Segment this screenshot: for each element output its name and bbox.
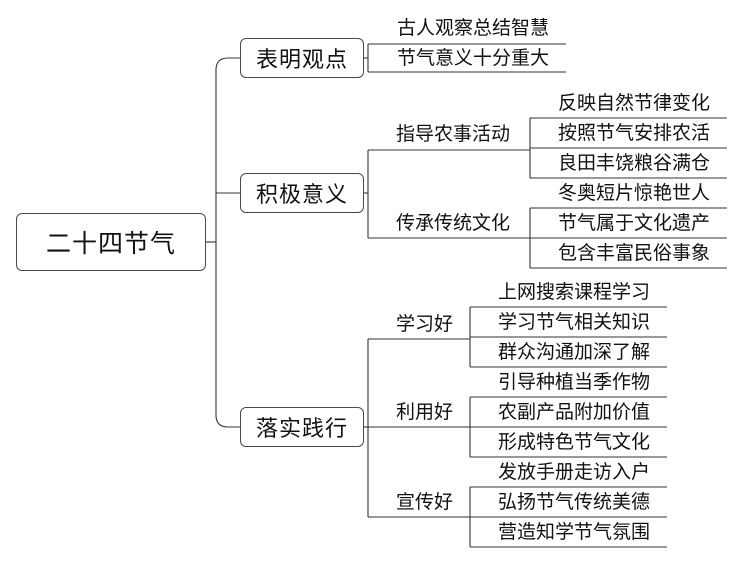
leaf-item: 古人观察总结智慧 <box>397 17 550 39</box>
leaf-item: 节气意义十分重大 <box>397 47 550 69</box>
leaf-item: 农副产品附加价值 <box>498 401 651 423</box>
root-label: 二十四节气 <box>45 229 176 258</box>
branch-node-practice[interactable]: 落实践行 <box>240 407 364 447</box>
branch-label: 积极意义 <box>255 183 348 208</box>
leaf-item: 节气属于文化遗产 <box>558 212 711 234</box>
leaf-item: 群众沟通加深了解 <box>498 341 651 363</box>
leaf-item: 按照节气安排农活 <box>558 122 711 144</box>
group-label: 学习好 <box>396 313 454 335</box>
branch-node-viewpoint[interactable]: 表明观点 <box>240 38 364 78</box>
leaf-item: 形成特色节气文化 <box>498 431 651 453</box>
branch-node-significance[interactable]: 积极意义 <box>240 173 364 213</box>
branch-label: 表明观点 <box>255 48 348 73</box>
leaf-item: 发放手册走访入户 <box>498 461 651 483</box>
leaf-item: 冬奥短片惊艳世人 <box>558 182 711 204</box>
leaf-item: 反映自然节律变化 <box>558 92 711 114</box>
leaf-item: 上网搜索课程学习 <box>498 281 651 303</box>
leaf-item: 弘扬节气传统美德 <box>498 491 651 513</box>
group-label: 传承传统文化 <box>396 212 511 234</box>
leaf-item: 营造知学节气氛围 <box>498 521 651 543</box>
group-label: 指导农事活动 <box>396 123 511 145</box>
root-node[interactable]: 二十四节气 <box>16 213 206 271</box>
leaf-item: 学习节气相关知识 <box>498 311 651 333</box>
leaf-item: 引导种植当季作物 <box>498 371 651 393</box>
branch-label: 落实践行 <box>255 417 348 442</box>
group-label: 宣传好 <box>396 491 454 513</box>
leaf-item: 包含丰富民俗事象 <box>558 242 711 264</box>
leaf-item: 良田丰饶粮谷满仓 <box>558 152 711 174</box>
group-label: 利用好 <box>396 401 454 423</box>
